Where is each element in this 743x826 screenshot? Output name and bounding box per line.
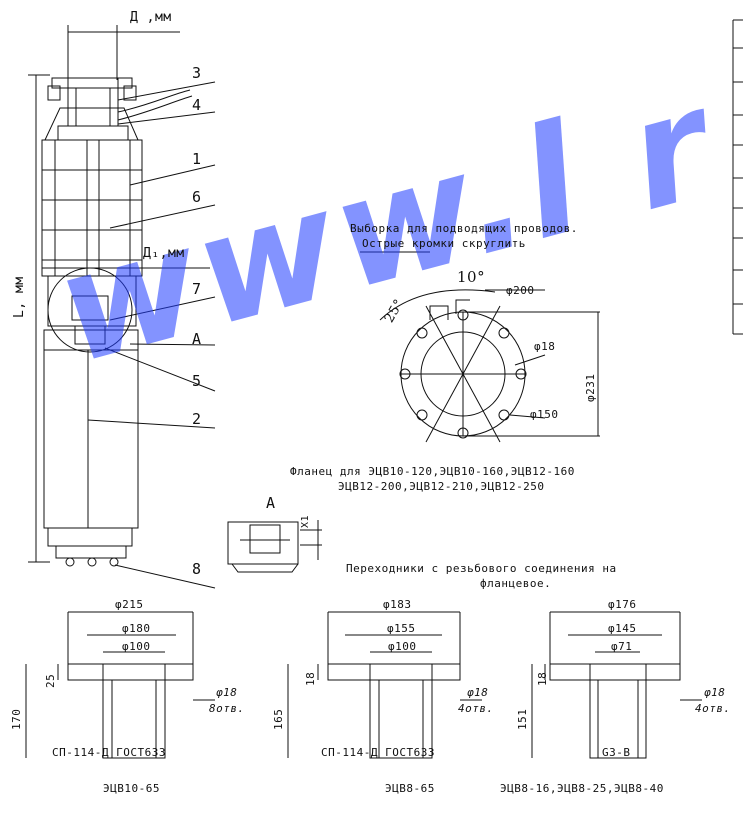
callout-3: 3 (192, 64, 202, 82)
adapter-3-height: 151 (516, 708, 529, 730)
spec-table-fragment (732, 19, 743, 335)
adapter-3-mid: φ145 (608, 622, 637, 635)
callout-a: А (192, 330, 202, 348)
pump-assembly (28, 25, 216, 589)
adapter-3-model: ЭЦВ8-16,ЭЦВ8-25,ЭЦВ8-40 (500, 782, 664, 795)
detail-a-label: А (266, 494, 276, 512)
flange-d200: φ200 (506, 284, 535, 297)
callout-8: 8 (192, 560, 202, 578)
callout-2: 2 (192, 410, 202, 428)
adapter-2-inner: φ100 (388, 640, 417, 653)
adapter-1-height: 170 (10, 708, 23, 730)
adapter-1-drawing (25, 611, 215, 759)
adapter-2-hole-n: 4отв. (458, 702, 494, 715)
callout-7: 7 (192, 280, 202, 298)
callout-5: 5 (192, 372, 202, 390)
adapter-2-outer: φ183 (383, 598, 412, 611)
flange-caption-2: ЭЦВ12-200,ЭЦВ12-210,ЭЦВ12-250 (338, 480, 545, 493)
adapter-3-hole-d: φ18 (704, 686, 726, 699)
adapter-2-thread: СП-114-Д ГОСТ633 (321, 746, 435, 759)
adapter-2-hole-d: φ18 (467, 686, 489, 699)
dimension-d1: Д₁,мм (143, 246, 185, 261)
adapter-2-drawing (287, 611, 482, 759)
adapter-3-inner: φ71 (611, 640, 633, 653)
detail-a (227, 520, 322, 573)
dimension-d: Д ,мм (130, 10, 172, 25)
adapter-3-drawing (531, 611, 702, 759)
flange-caption-1: Фланец для ЭЦВ10-120,ЭЦВ10-160,ЭЦВ12-160 (290, 465, 575, 478)
adapter-3-thread: G3-B (602, 746, 631, 759)
adapter-1-hole-n: 8отв. (209, 702, 245, 715)
callout-1: 1 (192, 150, 202, 168)
detail-a-x1: X1 (300, 514, 311, 528)
callout-6: 6 (192, 188, 202, 206)
flange-d18: φ18 (534, 340, 556, 353)
flange-note-2: Острые кромки скруглить (362, 237, 526, 250)
adapter-1-outer: φ215 (115, 598, 144, 611)
adapter-2-height: 165 (272, 708, 285, 730)
flange-note-1: Выборка для подводящих проводов. (350, 222, 578, 235)
dimension-l: L, мм (12, 276, 27, 318)
flange-d231: φ231 (584, 373, 597, 403)
adapters-title-2: фланцевое. (480, 577, 552, 590)
adapter-1-model: ЭЦВ10-65 (103, 782, 160, 795)
adapter-1-thread: СП-114-Д ГОСТ633 (52, 746, 166, 759)
adapter-1-inner: φ100 (122, 640, 151, 653)
adapter-2-flange-h: 18 (304, 671, 317, 686)
adapter-1-flange-h: 25 (44, 673, 57, 688)
adapter-2-model: ЭЦВ8-65 (385, 782, 435, 795)
adapter-1-hole-d: φ18 (216, 686, 238, 699)
adapter-2-mid: φ155 (387, 622, 416, 635)
flange-d150: φ150 (530, 408, 559, 421)
adapter-3-outer: φ176 (608, 598, 637, 611)
adapter-1-mid: φ180 (122, 622, 151, 635)
adapter-3-hole-n: 4отв. (695, 702, 731, 715)
adapter-3-flange-h: 18 (536, 671, 549, 686)
flange-angle-10: 10° (457, 268, 486, 286)
flange-view (360, 251, 600, 443)
adapters-title-1: Переходники с резьбового соединения на (346, 562, 617, 575)
callout-4: 4 (192, 96, 202, 114)
